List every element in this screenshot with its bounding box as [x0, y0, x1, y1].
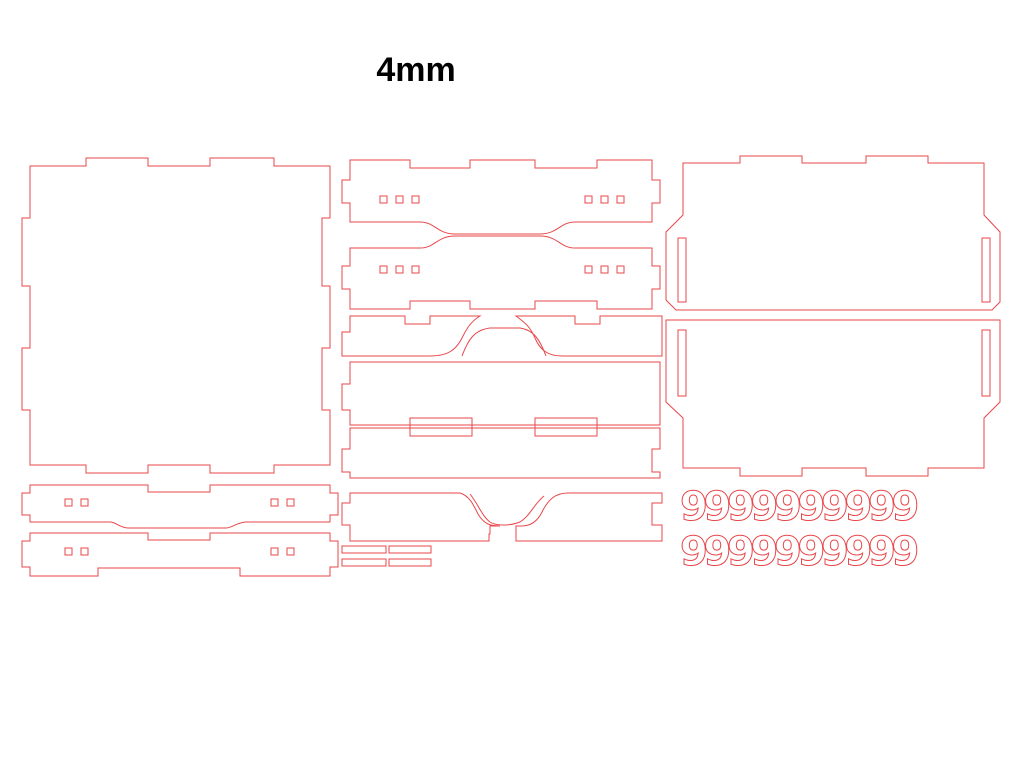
handle-strip-upper-right	[514, 315, 663, 357]
strip-left-1	[21, 484, 339, 529]
small-bar	[388, 545, 432, 554]
panel-mid-plain	[341, 361, 661, 426]
hole	[80, 547, 89, 556]
clip-piece: 9	[868, 529, 896, 575]
small-bar	[341, 545, 387, 554]
clip-piece: 9	[751, 484, 779, 530]
strip-left-2	[21, 532, 339, 577]
small-bar	[388, 558, 432, 567]
clip-piece: 9	[868, 484, 896, 530]
hole	[286, 547, 295, 556]
hole	[286, 498, 295, 507]
panel-mid-tabs	[341, 427, 661, 479]
tray-panel-upper	[665, 155, 1001, 311]
hole	[584, 195, 593, 204]
hole	[80, 498, 89, 507]
clip-piece: 9	[821, 484, 849, 530]
slot-vertical	[677, 237, 687, 303]
slot-vertical	[981, 237, 991, 303]
handle-strip-lower-left	[341, 492, 501, 542]
clip-piece: 9	[892, 529, 920, 575]
slot	[534, 417, 598, 437]
panel-end-large	[21, 157, 331, 474]
clip-piece: 9	[727, 484, 755, 530]
hole	[395, 195, 404, 204]
thickness-title: 4mm	[376, 51, 456, 89]
slot	[409, 417, 473, 437]
hole	[600, 195, 609, 204]
handle-strip-upper-left	[341, 315, 482, 357]
hole	[270, 547, 279, 556]
clip-piece: 9	[751, 529, 779, 575]
clip-piece: 9	[892, 484, 920, 530]
slot-vertical	[677, 329, 687, 397]
hole	[270, 498, 279, 507]
tray-panel-lower	[665, 319, 1001, 477]
hole	[616, 265, 625, 274]
handle-lower-inner-curve	[469, 493, 545, 526]
handle-strip-lower-right	[515, 492, 663, 542]
clip-piece: 9	[704, 484, 732, 530]
hole	[411, 265, 420, 274]
handle-inner-curve	[461, 327, 547, 357]
strip-mid-2	[341, 235, 661, 310]
clip-piece: 9	[774, 529, 802, 575]
clip-piece: 9	[727, 529, 755, 575]
clip-piece: 9	[704, 529, 732, 575]
clip-piece: 9	[680, 529, 708, 575]
slot-vertical	[981, 329, 991, 397]
clip-piece: 9	[798, 484, 826, 530]
hole	[64, 547, 73, 556]
hole	[64, 498, 73, 507]
clip-piece: 9	[680, 484, 708, 530]
clip-piece: 9	[845, 484, 873, 530]
hole	[411, 195, 420, 204]
hole	[600, 265, 609, 274]
clip-piece: 9	[845, 529, 873, 575]
hole	[395, 265, 404, 274]
hole	[616, 195, 625, 204]
hole	[379, 265, 388, 274]
clip-piece: 9	[821, 529, 849, 575]
hole	[379, 195, 388, 204]
small-bar	[341, 558, 387, 567]
clip-piece: 9	[798, 529, 826, 575]
strip-mid-1	[341, 159, 661, 235]
hole	[584, 265, 593, 274]
clip-piece: 9	[774, 484, 802, 530]
